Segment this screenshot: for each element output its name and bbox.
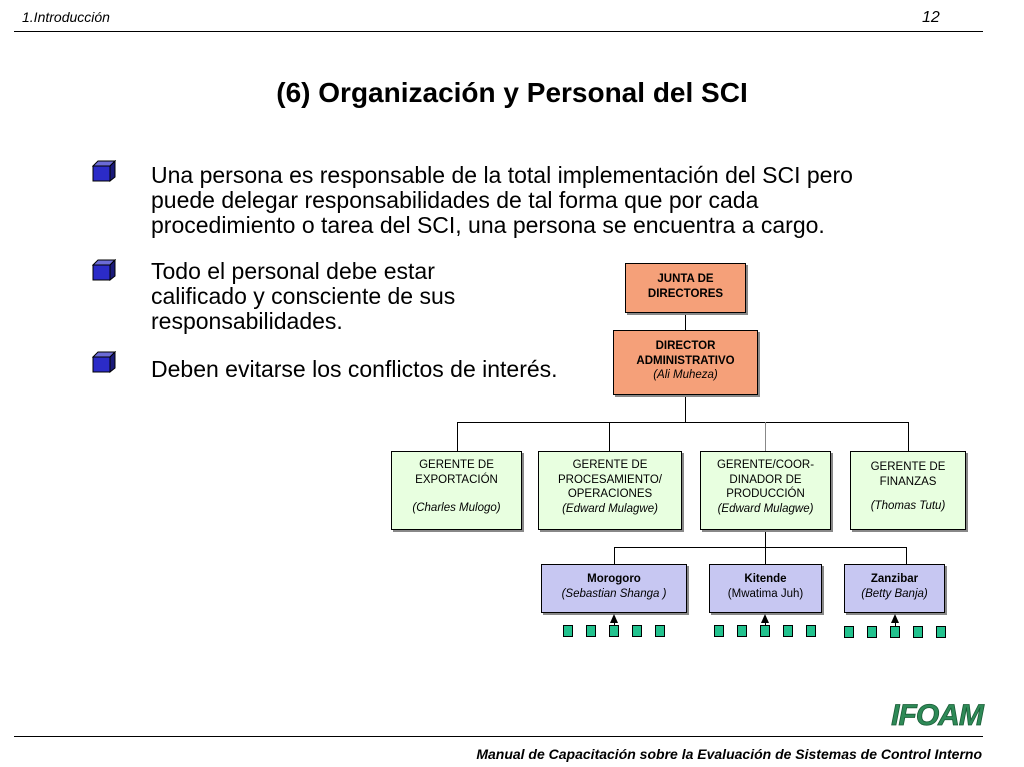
manager-box-finance: GERENTE DE FINANZAS (Thomas Tutu) bbox=[850, 451, 966, 530]
bullet-2-line-2: calificado y consciente de sus bbox=[151, 283, 456, 309]
footer-divider bbox=[14, 736, 983, 737]
logo-text: IFOAM bbox=[891, 699, 985, 731]
manager-box-processing: GERENTE DE PROCESAMIENTO/ OPERACIONES (E… bbox=[538, 451, 682, 530]
bullet-1-line-1: Una persona es responsable de la total i… bbox=[151, 162, 853, 188]
farmer-square bbox=[844, 626, 854, 638]
farmer-square bbox=[586, 625, 596, 637]
ifoam-logo: IFOAM bbox=[891, 699, 986, 731]
board-box: JUNTA DE DIRECTORES bbox=[625, 263, 746, 313]
manager-box-export: GERENTE DE EXPORTACIÓN (Charles Mulogo) bbox=[391, 451, 522, 530]
bullet-1-line-2: puede delegar responsabilidades de tal f… bbox=[151, 187, 759, 213]
connector-station-2 bbox=[765, 547, 766, 564]
connector-station-3 bbox=[906, 547, 907, 564]
director-box: DIRECTOR ADMINISTRATIVO (Ali Muheza) bbox=[613, 330, 758, 395]
bullet-1-line-3: procedimiento o tarea del SCI, una perso… bbox=[151, 212, 825, 238]
farmer-square bbox=[609, 625, 619, 637]
farmer-square bbox=[760, 625, 770, 637]
director-name: (Ali Muheza) bbox=[653, 369, 718, 381]
station-box-kitende: Kitende (Mwatima Juh) bbox=[709, 564, 822, 613]
bullet-text-3: Deben evitarse los conflictos de interés… bbox=[151, 357, 558, 382]
director-line-1: DIRECTOR bbox=[655, 340, 716, 352]
farmer-square bbox=[737, 625, 747, 637]
connector-manager-bus bbox=[457, 422, 909, 423]
connector-station-1 bbox=[614, 547, 615, 564]
arrow-up-icon bbox=[610, 614, 618, 623]
manager-1-name: (Charles Mulogo) bbox=[412, 502, 501, 514]
manager-4-line-2: FINANZAS bbox=[879, 475, 937, 488]
slide-title: (6) Organización y Personal del SCI bbox=[276, 77, 748, 108]
manager-3-name: (Edward Mulagwe) bbox=[717, 502, 814, 515]
station-box-morogoro: Morogoro (Sebastian Shanga ) bbox=[541, 564, 687, 613]
manager-1-line-2: EXPORTACIÓN bbox=[415, 473, 498, 486]
manager-4-line-1: GERENTE DE bbox=[870, 461, 946, 473]
farmer-square bbox=[806, 625, 816, 637]
farmer-square bbox=[913, 626, 923, 638]
board-line-2: DIRECTORES bbox=[647, 287, 724, 300]
station-2-place: Kitende bbox=[744, 573, 787, 585]
manager-3-line-2: DINADOR DE bbox=[729, 473, 802, 486]
cube-bullet-icon bbox=[92, 160, 116, 182]
manager-2-name: (Edward Mulagwe) bbox=[562, 502, 658, 515]
manager-2-line-1: GERENTE DE bbox=[572, 459, 648, 471]
connector-manager-1 bbox=[457, 422, 458, 451]
bullet-text-1: Una persona es responsable de la total i… bbox=[151, 163, 853, 238]
page-number: 12 bbox=[922, 9, 940, 26]
connector-manager-3 bbox=[765, 422, 766, 451]
station-1-place: Morogoro bbox=[587, 573, 641, 585]
manager-2-line-2: PROCESAMIENTO/ bbox=[558, 473, 662, 486]
manager-box-production: GERENTE/COOR- DINADOR DE PRODUCCIÓN (Edw… bbox=[700, 451, 831, 530]
bullet-2-line-3: responsabilidades. bbox=[151, 308, 343, 334]
station-box-zanzibar: Zanzibar (Betty Banja) bbox=[844, 564, 945, 613]
farmer-square bbox=[563, 625, 573, 637]
farmer-square bbox=[890, 626, 900, 638]
manager-4-name: (Thomas Tutu) bbox=[870, 500, 946, 512]
station-1-name: (Sebastian Shanga ) bbox=[561, 587, 667, 600]
farmer-square bbox=[936, 626, 946, 638]
connector-manager-2 bbox=[609, 422, 610, 451]
board-line-1: JUNTA DE bbox=[657, 273, 714, 285]
header-divider bbox=[14, 31, 983, 32]
station-3-place: Zanzibar bbox=[870, 573, 919, 585]
station-2-name: (Mwatima Juh) bbox=[727, 587, 804, 600]
station-3-name: (Betty Banja) bbox=[861, 587, 928, 600]
farmer-square bbox=[655, 625, 665, 637]
connector-production-bus bbox=[765, 529, 766, 548]
manager-1-line-1: GERENTE DE bbox=[419, 459, 494, 471]
farmer-square bbox=[783, 625, 793, 637]
footer-text: Manual de Capacitación sobre la Evaluaci… bbox=[476, 746, 982, 762]
manager-2-line-3: OPERACIONES bbox=[567, 488, 653, 500]
connector-board-director bbox=[685, 313, 686, 330]
connector-director-bus bbox=[685, 395, 686, 423]
bullet-3-line-1: Deben evitarse los conflictos de interés… bbox=[151, 356, 558, 382]
section-label: 1.Introducción bbox=[22, 9, 110, 25]
farmer-square bbox=[867, 626, 877, 638]
arrow-stem bbox=[895, 622, 896, 626]
cube-bullet-icon bbox=[92, 351, 116, 373]
bullet-2-line-1: Todo el personal debe estar bbox=[151, 258, 435, 284]
arrow-up-icon bbox=[891, 614, 899, 623]
bullet-text-2: Todo el personal debe estar calificado y… bbox=[151, 259, 455, 334]
connector-station-bus bbox=[614, 547, 907, 548]
cube-bullet-icon bbox=[92, 259, 116, 281]
connector-manager-4 bbox=[908, 422, 909, 451]
manager-3-line-1: GERENTE/COOR- bbox=[716, 459, 815, 471]
arrow-stem bbox=[614, 622, 615, 626]
arrow-up-icon bbox=[761, 614, 769, 623]
arrow-stem bbox=[765, 622, 766, 626]
manager-3-line-3: PRODUCCIÓN bbox=[726, 488, 805, 500]
farmer-square bbox=[714, 625, 724, 637]
director-line-2: ADMINISTRATIVO bbox=[636, 354, 735, 367]
farmer-square bbox=[632, 625, 642, 637]
